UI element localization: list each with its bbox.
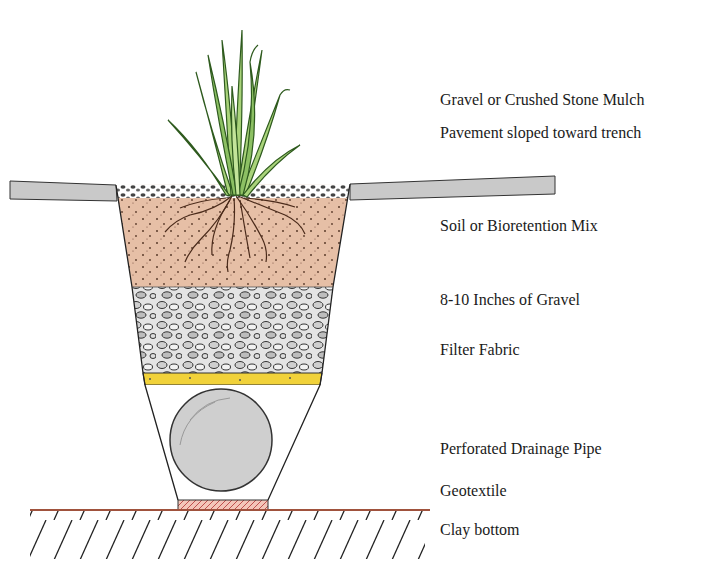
layer-label: Perforated Drainage Pipe: [440, 439, 602, 458]
layer-label: Geotextile: [440, 481, 507, 500]
layer-label: Soil or Bioretention Mix: [440, 216, 598, 235]
layer-label: Pavement sloped toward trench: [440, 123, 641, 142]
layer-label: Gravel or Crushed Stone Mulch: [440, 90, 644, 109]
layer-label: Filter Fabric: [440, 340, 520, 359]
layer-label: 8-10 Inches of Gravel: [440, 290, 580, 309]
layer-label: Clay bottom: [440, 520, 520, 539]
